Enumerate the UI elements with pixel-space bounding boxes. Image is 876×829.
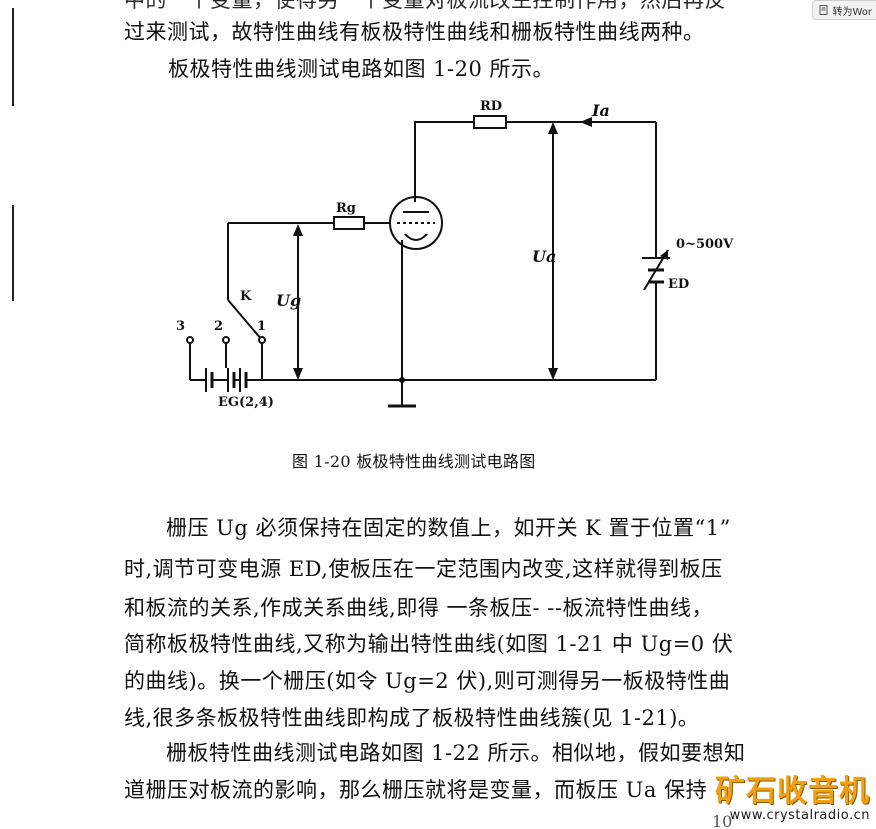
body-line-5: 的曲线)。换一个栅压(如令 Ug=2 伏),则可测得另一板极特性曲	[124, 669, 731, 693]
margin-bar-top	[12, 8, 14, 106]
watermark-url: www.crystalradio.cn	[729, 808, 870, 823]
ug-arrow-top	[293, 224, 303, 236]
rg-resistor	[333, 216, 365, 230]
convert-to-word-button[interactable]: 转为Wor	[812, 0, 876, 20]
page-number: 10	[712, 812, 733, 829]
junction-dot	[399, 377, 405, 383]
label-rd: RD	[480, 99, 502, 114]
label-eg: EG(2,4)	[218, 395, 274, 410]
label-ua: Ua	[532, 247, 556, 266]
document-icon	[819, 5, 829, 15]
switch-blade	[227, 299, 263, 341]
body-line-7: 栅板特性曲线测试电路如图 1-22 所示。相似地，假如要想知	[166, 741, 746, 765]
body-line-6: 线,很多条板极特性曲线即构成了板极特性曲线簇(见 1-21)。	[124, 706, 700, 730]
label-pos1: 1	[257, 319, 266, 334]
body-line-2: 时,调节可变电源 ED,使板压在一定范围内改变,这样就得到板压	[124, 557, 723, 581]
margin-bar-middle	[12, 205, 14, 301]
label-rg: Rg	[336, 201, 356, 216]
ua-arrow-bottom	[548, 368, 558, 380]
body-line-4: 简称板极特性曲线,又称为输出特性曲线(如图 1-21 中 Ug=0 伏	[124, 632, 734, 656]
body-line-1: 栅压 Ug 必须保持在固定的数值上，如开关 K 置于位置“1”	[166, 516, 731, 540]
watermark-title: 矿石收音机	[715, 774, 870, 809]
body-line-8: 道栅压对板流的影响，那么栅压就将是变量，而板压 Ua 保持	[124, 778, 708, 802]
tube-cathode	[404, 233, 428, 241]
rd-resistor	[473, 115, 507, 129]
intro-line-cut: 中的一个变量，使得另一个变量对板流改生控制作用，然后再反	[124, 0, 726, 12]
label-pos2: 2	[214, 319, 223, 334]
label-ia: Ia	[591, 101, 610, 120]
terminal-1	[258, 336, 266, 344]
label-ug: Ug	[276, 291, 301, 310]
terminal-2	[222, 336, 230, 344]
label-voltage-range: 0~500V	[676, 237, 734, 252]
label-pos3: 3	[176, 319, 185, 334]
figure-caption: 图 1-20 板极特性曲线测试电路图	[292, 452, 536, 471]
ia-current-arrow	[580, 117, 592, 127]
ug-arrow-bottom	[293, 368, 303, 380]
label-ed: ED	[668, 277, 689, 292]
site-watermark: 矿石收音机 www.crystalradio.cn	[715, 774, 870, 824]
ua-arrow-top	[548, 122, 558, 134]
intro-line-1: 过来测试，故特性曲线有板极特性曲线和栅板特性曲线两种。	[124, 20, 705, 44]
ed-variable-arrowhead	[660, 250, 668, 260]
convert-to-word-label: 转为Wor	[832, 6, 872, 18]
terminal-3	[186, 336, 194, 344]
plate-wire	[414, 121, 474, 202]
intro-line-2: 板极特性曲线测试电路如图 1-20 所示。	[168, 57, 555, 81]
body-line-3: 和板流的关系,作成关系曲线,即得 一条板压- --板流特性曲线，	[124, 596, 713, 620]
label-k: K	[240, 289, 252, 304]
